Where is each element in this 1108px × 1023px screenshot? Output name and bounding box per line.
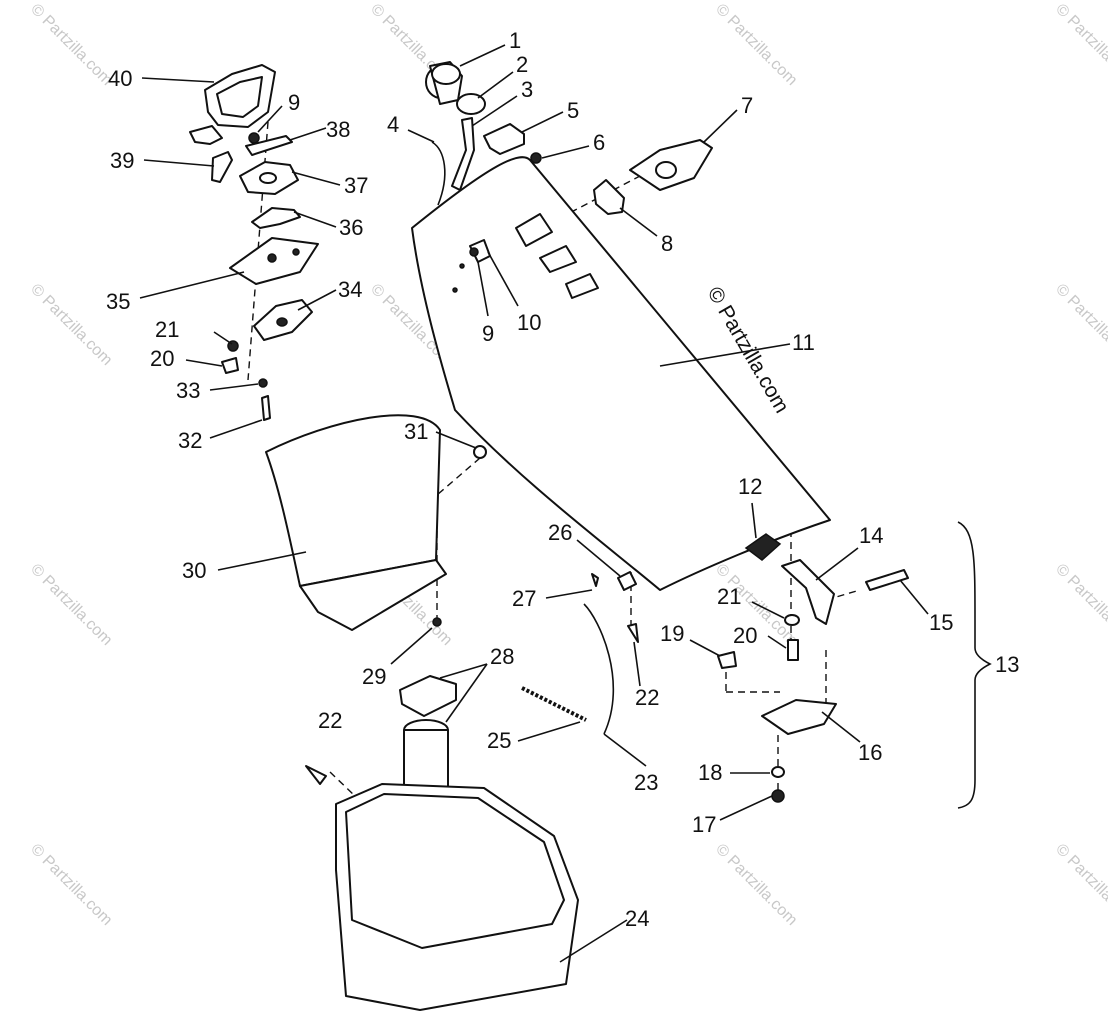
callout-38: 38 (326, 117, 350, 142)
callout-11: 11 (792, 330, 815, 355)
part-12-latch (744, 533, 782, 561)
callout-14: 14 (859, 523, 883, 548)
callout-9a: 9 (482, 321, 494, 346)
group-bracket-13 (957, 521, 992, 809)
callout-39: 39 (110, 148, 134, 173)
watermark: © Partzilla.com (27, 561, 115, 649)
callout-20b: 20 (733, 623, 757, 648)
part-27-cotter (591, 573, 599, 587)
callout-36: 36 (339, 215, 363, 240)
callout-10: 10 (517, 310, 541, 335)
part-34-base (253, 299, 313, 341)
leader-lines (139, 44, 929, 963)
part-38-plate (245, 132, 293, 156)
callout-17: 17 (692, 812, 716, 837)
callout-25: 25 (487, 728, 511, 753)
callout-22b: 22 (635, 685, 659, 710)
callout-labels: 1 2 3 4 5 6 7 8 9 10 11 12 13 14 15 16 1… (106, 28, 1019, 931)
part-26-bracket (617, 571, 637, 591)
callout-28: 28 (490, 644, 514, 669)
part-2-ring (456, 93, 486, 115)
part-1-gauge (425, 61, 463, 105)
watermark: © Partzilla.com (27, 841, 115, 929)
part-36-gasket (251, 207, 301, 229)
callout-3: 3 (521, 77, 533, 102)
callout-18: 18 (698, 760, 722, 785)
callout-26: 26 (548, 520, 572, 545)
callout-15: 15 (929, 610, 953, 635)
callout-16: 16 (858, 740, 882, 765)
part-29-screw (432, 617, 442, 627)
callout-13: 13 (995, 652, 1019, 677)
watermark: © Partzilla.com (712, 841, 800, 929)
callout-9b: 9 (288, 90, 300, 115)
callout-23: 23 (634, 770, 658, 795)
callout-8: 8 (661, 231, 673, 256)
part-6-screw (530, 152, 542, 164)
part-4-wire (431, 141, 446, 206)
part-15-bolt (865, 569, 909, 591)
callout-33: 33 (176, 378, 200, 403)
callout-32: 32 (178, 428, 202, 453)
callout-1: 1 (509, 28, 521, 53)
part-22-pin (305, 623, 639, 785)
callout-40: 40 (108, 66, 132, 91)
part-3-hose (451, 117, 475, 191)
part-5-clip (483, 123, 525, 155)
callout-22a: 22 (318, 708, 342, 733)
part-7-lamp (629, 139, 713, 191)
watermark: © Partzilla.com (27, 281, 115, 369)
watermark: © Partzilla.com (1052, 1, 1108, 89)
watermark: © Partzilla.com (1052, 841, 1108, 929)
watermark: © Partzilla.com (712, 1, 800, 89)
part-8-bezel (593, 179, 625, 215)
callout-5: 5 (567, 98, 579, 123)
part-24-tank (335, 783, 579, 1011)
part-39-screw (211, 151, 233, 183)
callout-21a: 21 (155, 317, 179, 342)
part-37-mount (239, 161, 299, 195)
callout-29: 29 (362, 664, 386, 689)
callout-4: 4 (387, 112, 399, 137)
callout-21b: 21 (717, 584, 741, 609)
callout-34: 34 (338, 277, 362, 302)
callout-2: 2 (516, 52, 528, 77)
callout-30: 30 (182, 558, 206, 583)
callout-20a: 20 (150, 346, 174, 371)
callout-19: 19 (660, 621, 684, 646)
part-11-hood (411, 156, 831, 591)
callout-12: 12 (738, 474, 762, 499)
part-35-bracket (229, 237, 319, 285)
callout-7: 7 (741, 93, 753, 118)
watermark: © Partzilla.com (1052, 281, 1108, 369)
part-30-shroud (265, 414, 447, 631)
watermark: © Partzilla.com (27, 1, 115, 89)
fasteners-right (717, 614, 800, 803)
fasteners-left (221, 340, 271, 421)
callout-31: 31 (404, 419, 428, 444)
watermark: © Partzilla.com (1052, 561, 1108, 649)
callout-24: 24 (625, 906, 649, 931)
part-25-spring (521, 686, 587, 722)
callout-35: 35 (106, 289, 130, 314)
part-31-grommet (473, 445, 487, 459)
part-16-lever (761, 699, 837, 735)
callout-6: 6 (593, 130, 605, 155)
part-14-bracket (781, 559, 835, 625)
part-23-rod (583, 603, 615, 735)
callout-37: 37 (344, 173, 368, 198)
part-40-cover (189, 64, 276, 145)
callout-27: 27 (512, 586, 536, 611)
